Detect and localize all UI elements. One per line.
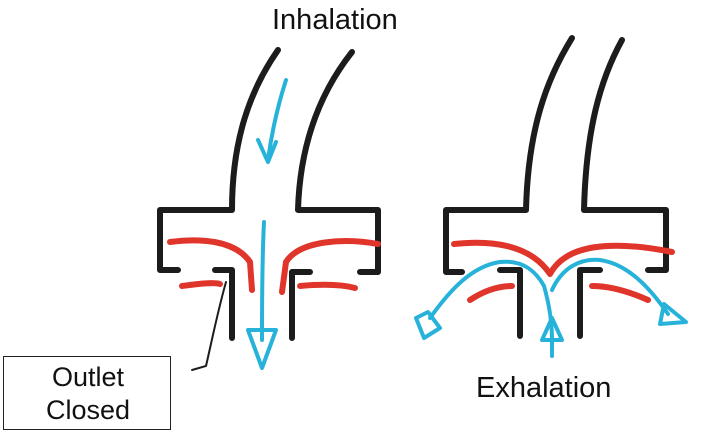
exhalation-airflow-center-up	[428, 259, 554, 342]
exhalation-airflow-left-arrowhead	[414, 310, 442, 340]
inhalation-airflow-down-arrowhead	[246, 328, 278, 370]
inhalation-tube-right-wall	[295, 49, 381, 275]
exhalation-valve	[414, 35, 688, 358]
inhalation-airflow-top-arrowhead	[256, 138, 278, 164]
inhalation-outlet-right-wall	[289, 269, 313, 341]
exhalation-outlet-right-wall	[577, 267, 603, 339]
exhalation-lower-flap-right	[589, 283, 651, 303]
exhalation-label: Exhalation	[476, 372, 612, 404]
exhalation-airflow	[414, 257, 688, 358]
callout-text-line-1: Outlet	[51, 362, 125, 392]
callout-leader-line	[191, 281, 227, 371]
exhalation-tube-left-wall	[443, 35, 575, 275]
exhalation-tube-right-wall	[581, 37, 669, 273]
inhalation-airflow	[246, 78, 288, 370]
inhalation-airflow-down-arrow	[260, 220, 266, 342]
inhalation-lower-flap-left	[179, 280, 223, 289]
outlet-closed-callout: Outlet Closed	[3, 356, 171, 430]
exhalation-lower-flap-left	[467, 283, 515, 303]
inhalation-tube-left-wall	[157, 47, 281, 273]
inhalation-valve	[157, 47, 381, 370]
exhalation-outlet-left-wall	[497, 267, 523, 339]
inhalation-membrane-left	[167, 237, 255, 293]
callout-text-line-2: Closed	[45, 395, 131, 425]
inhalation-valve-body	[157, 47, 381, 341]
exhalation-airflow-right-arrowhead	[658, 302, 688, 326]
inhalation-membrane	[167, 237, 381, 295]
inhalation-label: Inhalation	[272, 4, 398, 36]
inhalation-lower-flap-right	[297, 281, 358, 291]
exhalation-valve-body	[443, 35, 669, 339]
inhalation-membrane-right	[279, 238, 381, 295]
inhalation-airflow-top-arrow	[266, 78, 288, 162]
exhalation-airflow-right-branch	[550, 257, 670, 316]
exhalation-membrane	[451, 239, 675, 303]
inhalation-outlet-left-wall	[212, 267, 235, 341]
exhalation-membrane-main	[451, 239, 675, 277]
